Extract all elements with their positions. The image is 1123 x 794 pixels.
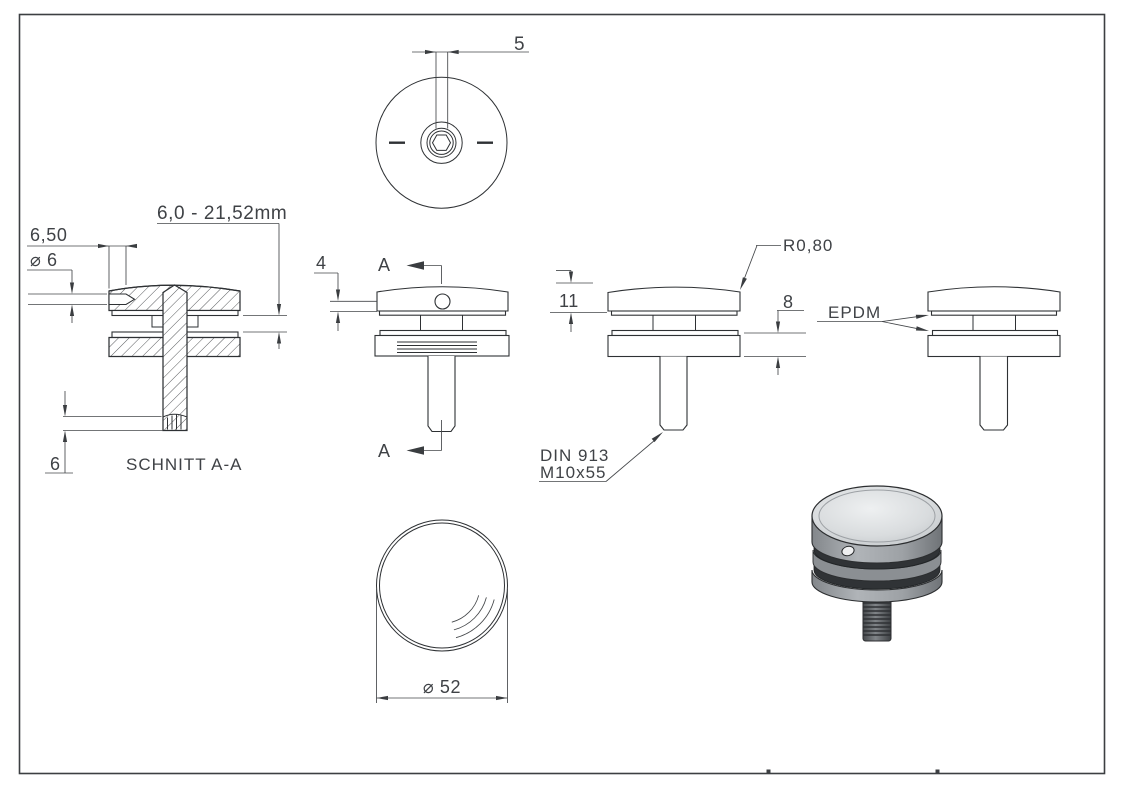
dim-glass-range: 6,0 - 21,52mm (157, 203, 287, 349)
upper-gasket-material (930, 310, 1058, 316)
section-caption: SCHNITT A-A (126, 455, 242, 474)
dim-label-hole-depth: 6,50 (30, 225, 67, 245)
label-edge-radius: R0,80 (783, 236, 833, 255)
dim-label-base-height: 8 (783, 292, 794, 312)
callout-thread: DIN 913 M10x55 (539, 432, 663, 482)
render-cap-top (811, 485, 943, 547)
base-disc-side (607, 334, 741, 358)
base-disc-material (927, 334, 1061, 358)
stud-material (979, 356, 1009, 431)
dim-label-glass-range: 6,0 - 21,52mm (157, 203, 287, 224)
frame-tick (766, 769, 771, 774)
hub-circle (420, 121, 463, 164)
render-stud (862, 595, 892, 642)
counterbore-circle (426, 127, 457, 158)
material-view: EPDM (817, 286, 1061, 431)
reflection-arcs (451, 595, 495, 639)
stud-side (659, 356, 688, 431)
dim-label-lip-height: 4 (316, 253, 327, 273)
dim-label-cap-height: 11 (559, 291, 579, 311)
section-line-bottom: A (378, 420, 442, 461)
thread-circle (429, 130, 454, 155)
outer-circle (375, 76, 508, 209)
callout-edge-radius: R0,80 (740, 236, 833, 290)
cap-material (927, 286, 1061, 312)
side-hole-section (108, 293, 136, 306)
render-3d (811, 485, 943, 642)
dim-cap-height: 11 (550, 270, 607, 332)
upper-gasket-side (610, 310, 738, 316)
section-line-top: A (378, 255, 442, 284)
section-marker-bottom: A (378, 441, 391, 461)
dim-label-hole-diameter: ⌀ 6 (30, 250, 58, 270)
lower-gasket-material (931, 329, 1059, 337)
cap-side (607, 286, 741, 312)
thread-tip-detail (162, 413, 188, 430)
label-gasket-material: EPDM (828, 303, 881, 322)
render-base-disc (811, 569, 943, 603)
dim-label-tip-length: 6 (50, 454, 61, 474)
lower-gasket-front (379, 329, 507, 337)
sleeve-step-right (187, 315, 199, 328)
render-cap-rim (818, 489, 936, 543)
section-view: 6,0 - 21,52mm 6,50 ⌀ 6 (27, 203, 287, 474)
label-thread-size: M10x55 (540, 463, 606, 482)
side-view: 11 8 R0,80 DIN 913 M10x55 (539, 236, 833, 482)
lower-gasket-side (611, 329, 739, 337)
sleeve-step-left (151, 315, 163, 328)
dim-base-height: 8 (744, 292, 806, 375)
section-marker-top: A (378, 255, 391, 275)
render-side-hole (841, 545, 855, 557)
side-hole-front (434, 293, 451, 310)
dim-hole-diameter: ⌀ 6 (27, 250, 107, 323)
outer-circle (376, 519, 508, 652)
hex-socket (431, 134, 452, 151)
dim-label-socket-width: 5 (514, 34, 525, 55)
dim-label-outer-diameter: ⌀ 52 (423, 677, 461, 697)
upper-gasket-front (378, 310, 507, 316)
dim-hole-depth: 6,50 (27, 225, 137, 289)
sheet-frame (18, 13, 1106, 775)
frame-tick (935, 769, 940, 774)
front-view: A A 4 (314, 253, 510, 461)
inner-circle (379, 522, 505, 649)
knurl-lines (397, 341, 477, 353)
dim-lip-height: 4 (314, 253, 377, 331)
screw-section (162, 284, 188, 432)
dim-tip-length: 6 (45, 391, 163, 474)
dim-outer-diameter: ⌀ 52 (376, 589, 508, 703)
bottom-view: ⌀ 52 (376, 519, 508, 703)
dim-socket-width: 5 (412, 34, 529, 129)
callout-gasket-material: EPDM (817, 303, 929, 331)
top-view: 5 (375, 34, 529, 209)
label-thread-standard: DIN 913 (540, 446, 609, 465)
cap-dome-line (108, 284, 241, 292)
